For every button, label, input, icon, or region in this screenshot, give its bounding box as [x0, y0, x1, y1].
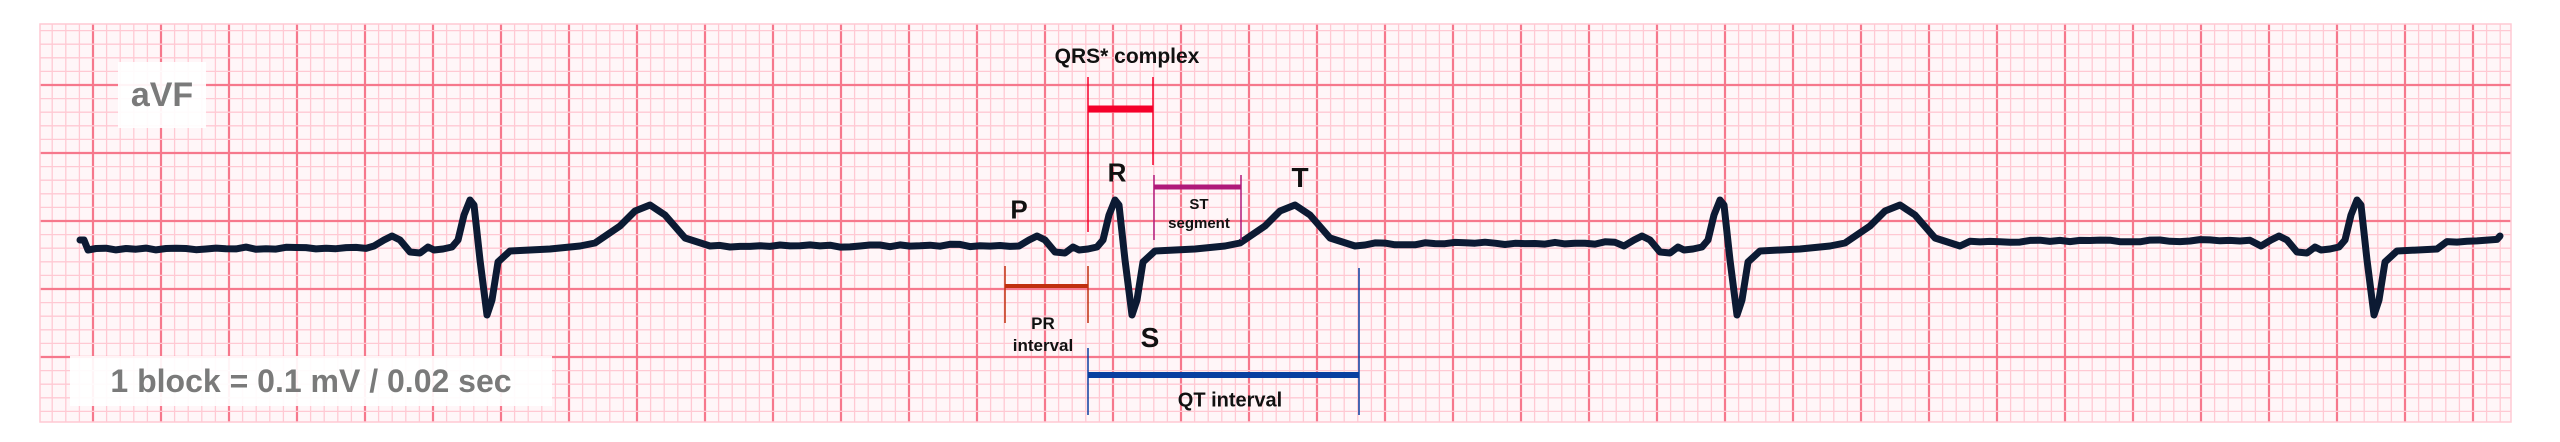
grid-border: [39, 23, 2512, 423]
r-wave-label: R: [1107, 157, 1127, 188]
lead-label: aVF: [130, 75, 194, 114]
qrs-complex-label: QRS* complex: [1054, 45, 1200, 68]
s-wave-label: S: [1140, 322, 1160, 353]
pr-interval-label: PR interval: [1013, 313, 1073, 357]
scale-note: 1 block = 0.1 mV / 0.02 sec: [110, 362, 512, 399]
st-label-line1: ST: [1189, 196, 1209, 213]
ecg-trace: [76, 196, 2504, 319]
ecg-grid: [39, 23, 2512, 423]
scale-note-box: 1 block = 0.1 mV / 0.02 sec: [70, 356, 552, 406]
qt-interval-label: QT interval: [1177, 389, 1283, 412]
st-label-line2: segment: [1168, 215, 1230, 232]
lead-label-box: aVF: [118, 62, 206, 128]
pr-label-line2: interval: [1012, 336, 1074, 355]
interval-markers: [1004, 77, 1360, 415]
grid-background: [40, 24, 2511, 422]
p-wave-label: P: [1010, 194, 1028, 225]
pr-label-line1: PR: [1031, 314, 1055, 333]
t-wave-label: T: [1291, 162, 1309, 193]
st-segment-label: ST segment: [1168, 195, 1230, 233]
